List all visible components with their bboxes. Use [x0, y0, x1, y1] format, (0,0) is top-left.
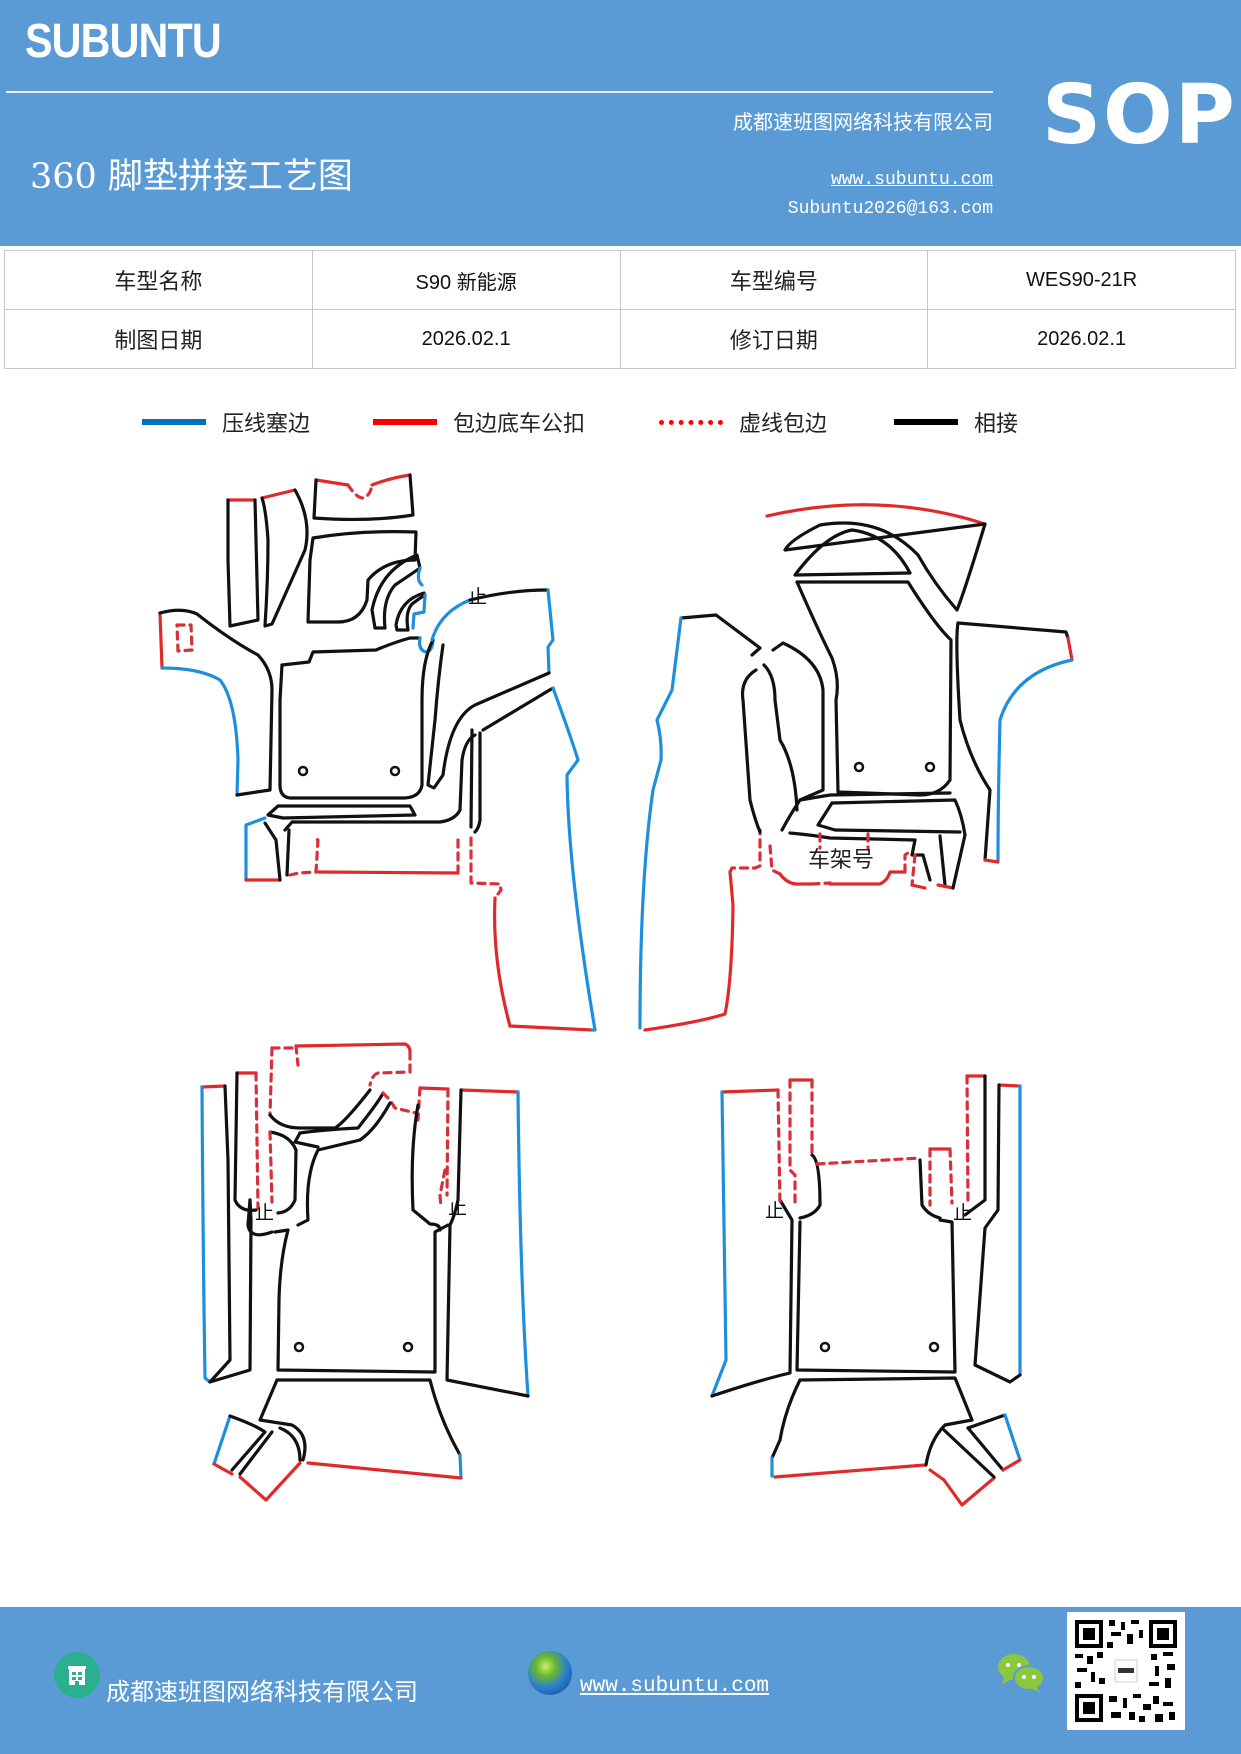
wechat-icon [998, 1654, 1045, 1693]
table-row: 制图日期 2026.02.1 修订日期 2026.02.1 [4, 309, 1236, 369]
stop-marker: 止 [953, 1202, 973, 1224]
sop-badge: SOP [1042, 68, 1237, 163]
wechat-qr-code [1067, 1612, 1185, 1730]
label-revision-date: 修订日期 [619, 309, 929, 369]
line-legend: 压线塞边 包边底车公扣 虚线包边 相接 [0, 400, 1241, 444]
legend-item-red-edge: 包边底车公扣 [373, 400, 585, 444]
diagram-bottom-right [710, 1074, 1022, 1507]
header-divider [6, 91, 993, 93]
brand-logo: SUBUNTU [25, 15, 222, 68]
globe-icon [528, 1651, 572, 1695]
value-model-name: S90 新能源 [311, 250, 621, 310]
header-company-name: 成都速班图网络科技有限公司 [733, 110, 993, 134]
legend-item-dotted-edge: 虚线包边 [659, 400, 827, 444]
frame-number-label: 车架号 [808, 848, 875, 873]
footer-company-name: 成都速班图网络科技有限公司 [106, 1678, 418, 1706]
legend-label: 包边底车公扣 [453, 412, 586, 437]
table-row: 车型名称 S90 新能源 车型编号 WES90-21R [4, 250, 1236, 310]
legend-item-press-line: 压线塞边 [142, 400, 310, 444]
legend-label: 压线塞边 [222, 412, 311, 437]
blue-line-swatch-icon [142, 419, 206, 425]
legend-item-join: 相接 [894, 400, 1018, 444]
header-email: Subuntu2026@163.com [787, 199, 993, 219]
vehicle-info-table: 车型名称 S90 新能源 车型编号 WES90-21R 制图日期 2026.02… [4, 250, 1236, 369]
label-model-code: 车型编号 [619, 250, 929, 310]
diagram-top-left [158, 473, 597, 1032]
black-line-swatch-icon [894, 419, 958, 425]
stop-marker: 止 [448, 1197, 468, 1219]
page-title: 360 脚垫拼接工艺图 [30, 157, 353, 197]
value-model-code: WES90-21R [927, 250, 1236, 310]
footer-website-link[interactable]: www.subuntu.com [580, 1675, 770, 1698]
stop-marker: 止 [468, 586, 488, 608]
label-model-name: 车型名称 [4, 250, 313, 310]
diagram-bottom-left [200, 1042, 530, 1502]
building-icon [54, 1652, 100, 1698]
header-website-link[interactable]: www.subuntu.com [830, 170, 993, 190]
value-revision-date: 2026.02.1 [927, 309, 1236, 369]
header-banner [0, 0, 1241, 246]
label-draw-date: 制图日期 [4, 309, 313, 369]
stop-marker: 止 [765, 1200, 785, 1222]
red-line-swatch-icon [373, 419, 437, 425]
legend-label: 虚线包边 [739, 412, 828, 437]
legend-label: 相接 [974, 412, 1019, 437]
value-draw-date: 2026.02.1 [311, 309, 621, 369]
dotted-line-swatch-icon [659, 419, 723, 425]
stop-marker: 止 [255, 1202, 275, 1224]
diagram-top-right [638, 503, 1074, 1032]
